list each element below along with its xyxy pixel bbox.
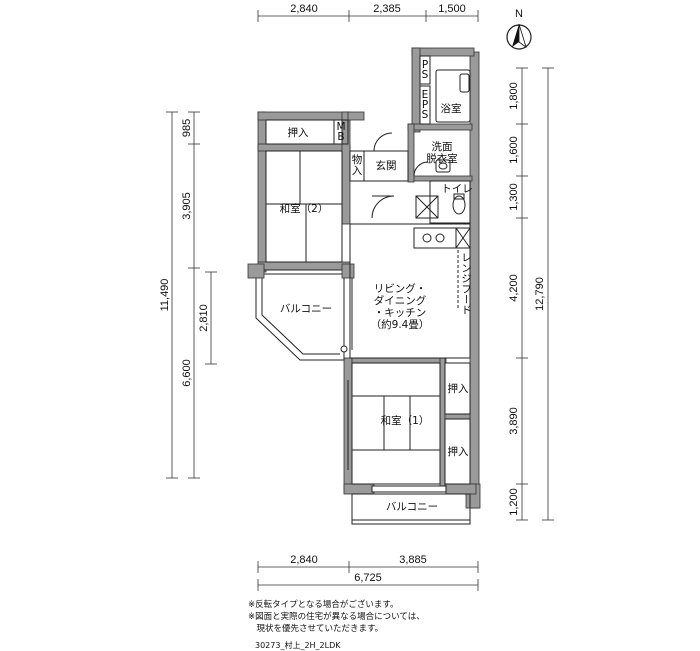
label-oshiire-right-1: 押入: [448, 382, 469, 395]
dim-bottom-total: 6,725: [354, 572, 382, 584]
dim-left-1: 985: [181, 119, 193, 137]
label-ps-s: S: [422, 69, 429, 81]
note-line-2: ※図面と実際の住宅が異なる場合については、: [248, 612, 425, 622]
label-monoire-1: 物: [352, 153, 363, 166]
label-range-hood: レンジフード: [460, 252, 472, 315]
dim-right-1: 1,800: [508, 82, 520, 110]
dimension-labels: 2,840 2,385 1,500 1,800 1,600 1,300 4,20…: [159, 3, 546, 584]
dim-right-3: 1,300: [508, 183, 520, 211]
label-mb-b: B: [337, 131, 344, 143]
label-washroom-1: 洗面: [432, 141, 453, 153]
dim-right-4: 4,200: [508, 274, 520, 302]
label-oshiire-top: 押入: [288, 126, 309, 139]
note-line-3: 現状を優先させていただきます。: [248, 624, 384, 634]
label-ldk-3: ・キッチン: [374, 307, 427, 319]
note-line-1: ※反転タイプとなる場合がございます。: [248, 600, 399, 610]
compass-label: N: [515, 8, 523, 20]
label-ldk-1: リビング・: [374, 282, 427, 295]
label-japanese-room-2: 和室（2）: [280, 202, 329, 215]
dim-bottom-2: 3,885: [399, 554, 427, 566]
dimension-lines: [166, 10, 554, 591]
label-eps-p: P: [422, 99, 428, 111]
label-eps-s: S: [422, 109, 429, 121]
label-ps-p: P: [422, 59, 428, 71]
label-ldk-4: （約9.4畳）: [371, 318, 430, 331]
dim-right-5: 3,890: [508, 407, 520, 435]
plan-code: 30273_村上_2H_2LDK: [255, 641, 341, 650]
label-washroom-2: 脱衣室: [426, 152, 458, 165]
window-marks: [264, 269, 353, 470]
north-compass-icon: N: [506, 8, 532, 50]
dim-right-total: 12,790: [534, 277, 546, 311]
dim-left-inner: 2,810: [198, 304, 210, 332]
balcony-bottom-shape: [351, 485, 471, 525]
label-mb-m: M: [336, 121, 345, 133]
dim-right-2: 1,600: [508, 136, 520, 164]
label-oshiire-right-2: 押入: [448, 445, 469, 458]
room-labels: 押入 M B P S E P S 浴室 洗面 脱衣室 物 入 玄関 トイレ 和室…: [280, 59, 473, 513]
label-ldk-2: ダイニング: [374, 294, 427, 307]
label-eps-e: E: [422, 89, 429, 101]
label-balcony-left: バルコニー: [280, 303, 332, 315]
label-monoire-2: 入: [352, 165, 363, 177]
dim-left-2: 3,905: [181, 192, 193, 220]
dim-left-3: 6,600: [181, 359, 193, 387]
dim-left-total: 11,490: [159, 279, 171, 312]
label-balcony-bottom: バルコニー: [386, 501, 438, 513]
label-bathroom: 浴室: [441, 102, 462, 115]
dim-bottom-1: 2,840: [290, 554, 318, 566]
label-entrance: 玄関: [376, 159, 397, 172]
interior-outlines: [265, 55, 471, 485]
dim-top-3: 1,500: [438, 3, 466, 15]
label-toilet: トイレ: [441, 183, 473, 195]
balcony-left-shape: [255, 278, 348, 361]
dim-right-6: 1,200: [508, 488, 520, 516]
dim-top-1: 2,840: [290, 3, 318, 15]
label-japanese-room-1: 和室（1）: [381, 414, 430, 427]
dim-top-2: 2,385: [373, 3, 401, 15]
